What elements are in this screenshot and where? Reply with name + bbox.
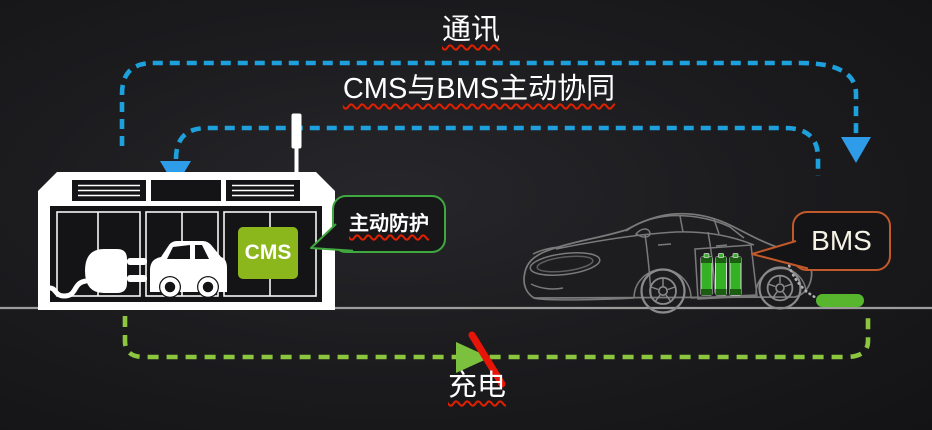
small-car-icon bbox=[150, 241, 227, 298]
blocked-slash-icon bbox=[468, 331, 506, 388]
right-arrow-icon bbox=[456, 342, 490, 373]
charging-station-icon bbox=[38, 172, 335, 310]
charging-flow-line bbox=[122, 314, 871, 388]
station-roof bbox=[72, 180, 300, 201]
battery-cells-icon bbox=[700, 253, 742, 296]
antenna-icon bbox=[291, 113, 302, 174]
bms-label: BMS bbox=[811, 225, 872, 256]
charging-connector-icon bbox=[816, 294, 864, 307]
protection-callout bbox=[310, 195, 446, 253]
active-protection-label: 主动防护 bbox=[349, 213, 429, 235]
vent-lines bbox=[78, 184, 294, 197]
charging-label: 充电 bbox=[447, 370, 506, 402]
coordination-dashed-path bbox=[173, 125, 821, 176]
electric-sedan-icon bbox=[523, 212, 864, 314]
charge-cable-icon bbox=[785, 254, 823, 302]
coordination-label: CMS与BMS主动协同 bbox=[342, 73, 616, 105]
plug-icon bbox=[45, 249, 147, 299]
communication-label: 通讯 bbox=[441, 14, 500, 46]
bms-callout bbox=[751, 211, 891, 271]
communication-dashed-path bbox=[119, 60, 859, 146]
cms-box bbox=[238, 227, 298, 279]
car-rear-wheel bbox=[758, 266, 802, 310]
charging-dashed-path bbox=[122, 314, 871, 360]
cms-label: CMS bbox=[244, 241, 292, 264]
car-front-wheel bbox=[640, 268, 686, 314]
down-arrow-icon bbox=[841, 137, 871, 163]
